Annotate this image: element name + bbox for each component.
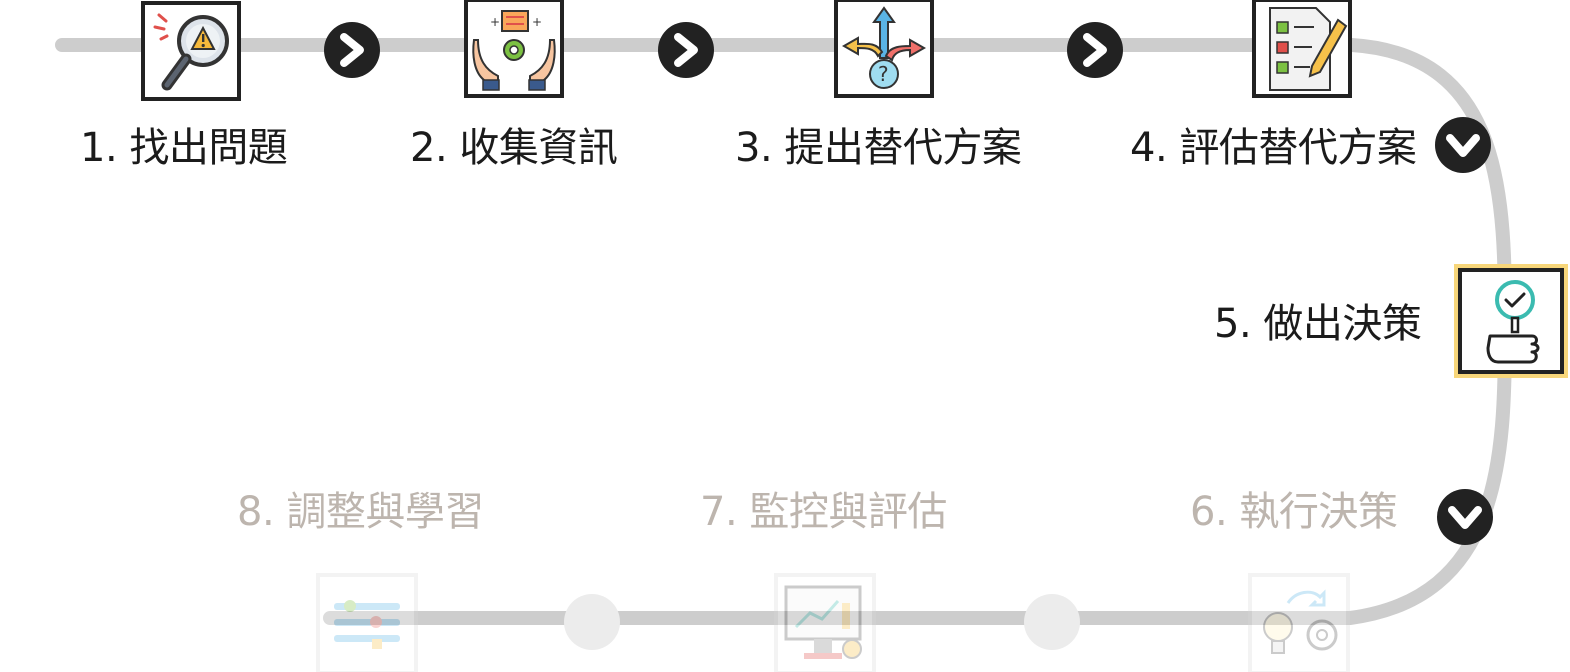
connector-7-8 bbox=[564, 594, 620, 650]
step-2-label: 2. 收集資訊 bbox=[410, 125, 618, 171]
svg-text:?: ? bbox=[878, 62, 889, 86]
step-3-label: 3. 提出替代方案 bbox=[735, 125, 1022, 171]
svg-text:+: + bbox=[532, 15, 542, 29]
connector-4-5 bbox=[1435, 117, 1491, 173]
crossroads-arrows-question-icon: ? bbox=[834, 0, 934, 98]
connector-6-7 bbox=[1024, 594, 1080, 650]
step-1-label: 1. 找出問題 bbox=[80, 125, 288, 171]
hands-gear-info-icon: + + bbox=[464, 0, 564, 98]
sliders-adjust-icon bbox=[316, 573, 418, 672]
step-5-label: 5. 做出決策 bbox=[1214, 301, 1422, 347]
svg-text:+: + bbox=[490, 15, 500, 29]
lightbulb-gear-icon bbox=[1248, 573, 1350, 672]
connector-5-6 bbox=[1437, 489, 1493, 545]
step-6-label: 6. 執行決策 bbox=[1190, 489, 1398, 535]
step-8-label: 8. 調整與學習 bbox=[237, 489, 484, 535]
step-4-label: 4. 評估替代方案 bbox=[1130, 125, 1417, 171]
checklist-pencil-icon bbox=[1252, 0, 1352, 98]
monitor-chart-icon bbox=[774, 573, 876, 672]
step-7-label: 7. 監控與評估 bbox=[700, 489, 947, 535]
magnifier-warning-icon bbox=[141, 1, 241, 101]
connector-3-4 bbox=[1067, 22, 1123, 78]
hand-check-sign-icon bbox=[1454, 264, 1568, 378]
connector-2-3 bbox=[658, 22, 714, 78]
connector-1-2 bbox=[324, 22, 380, 78]
